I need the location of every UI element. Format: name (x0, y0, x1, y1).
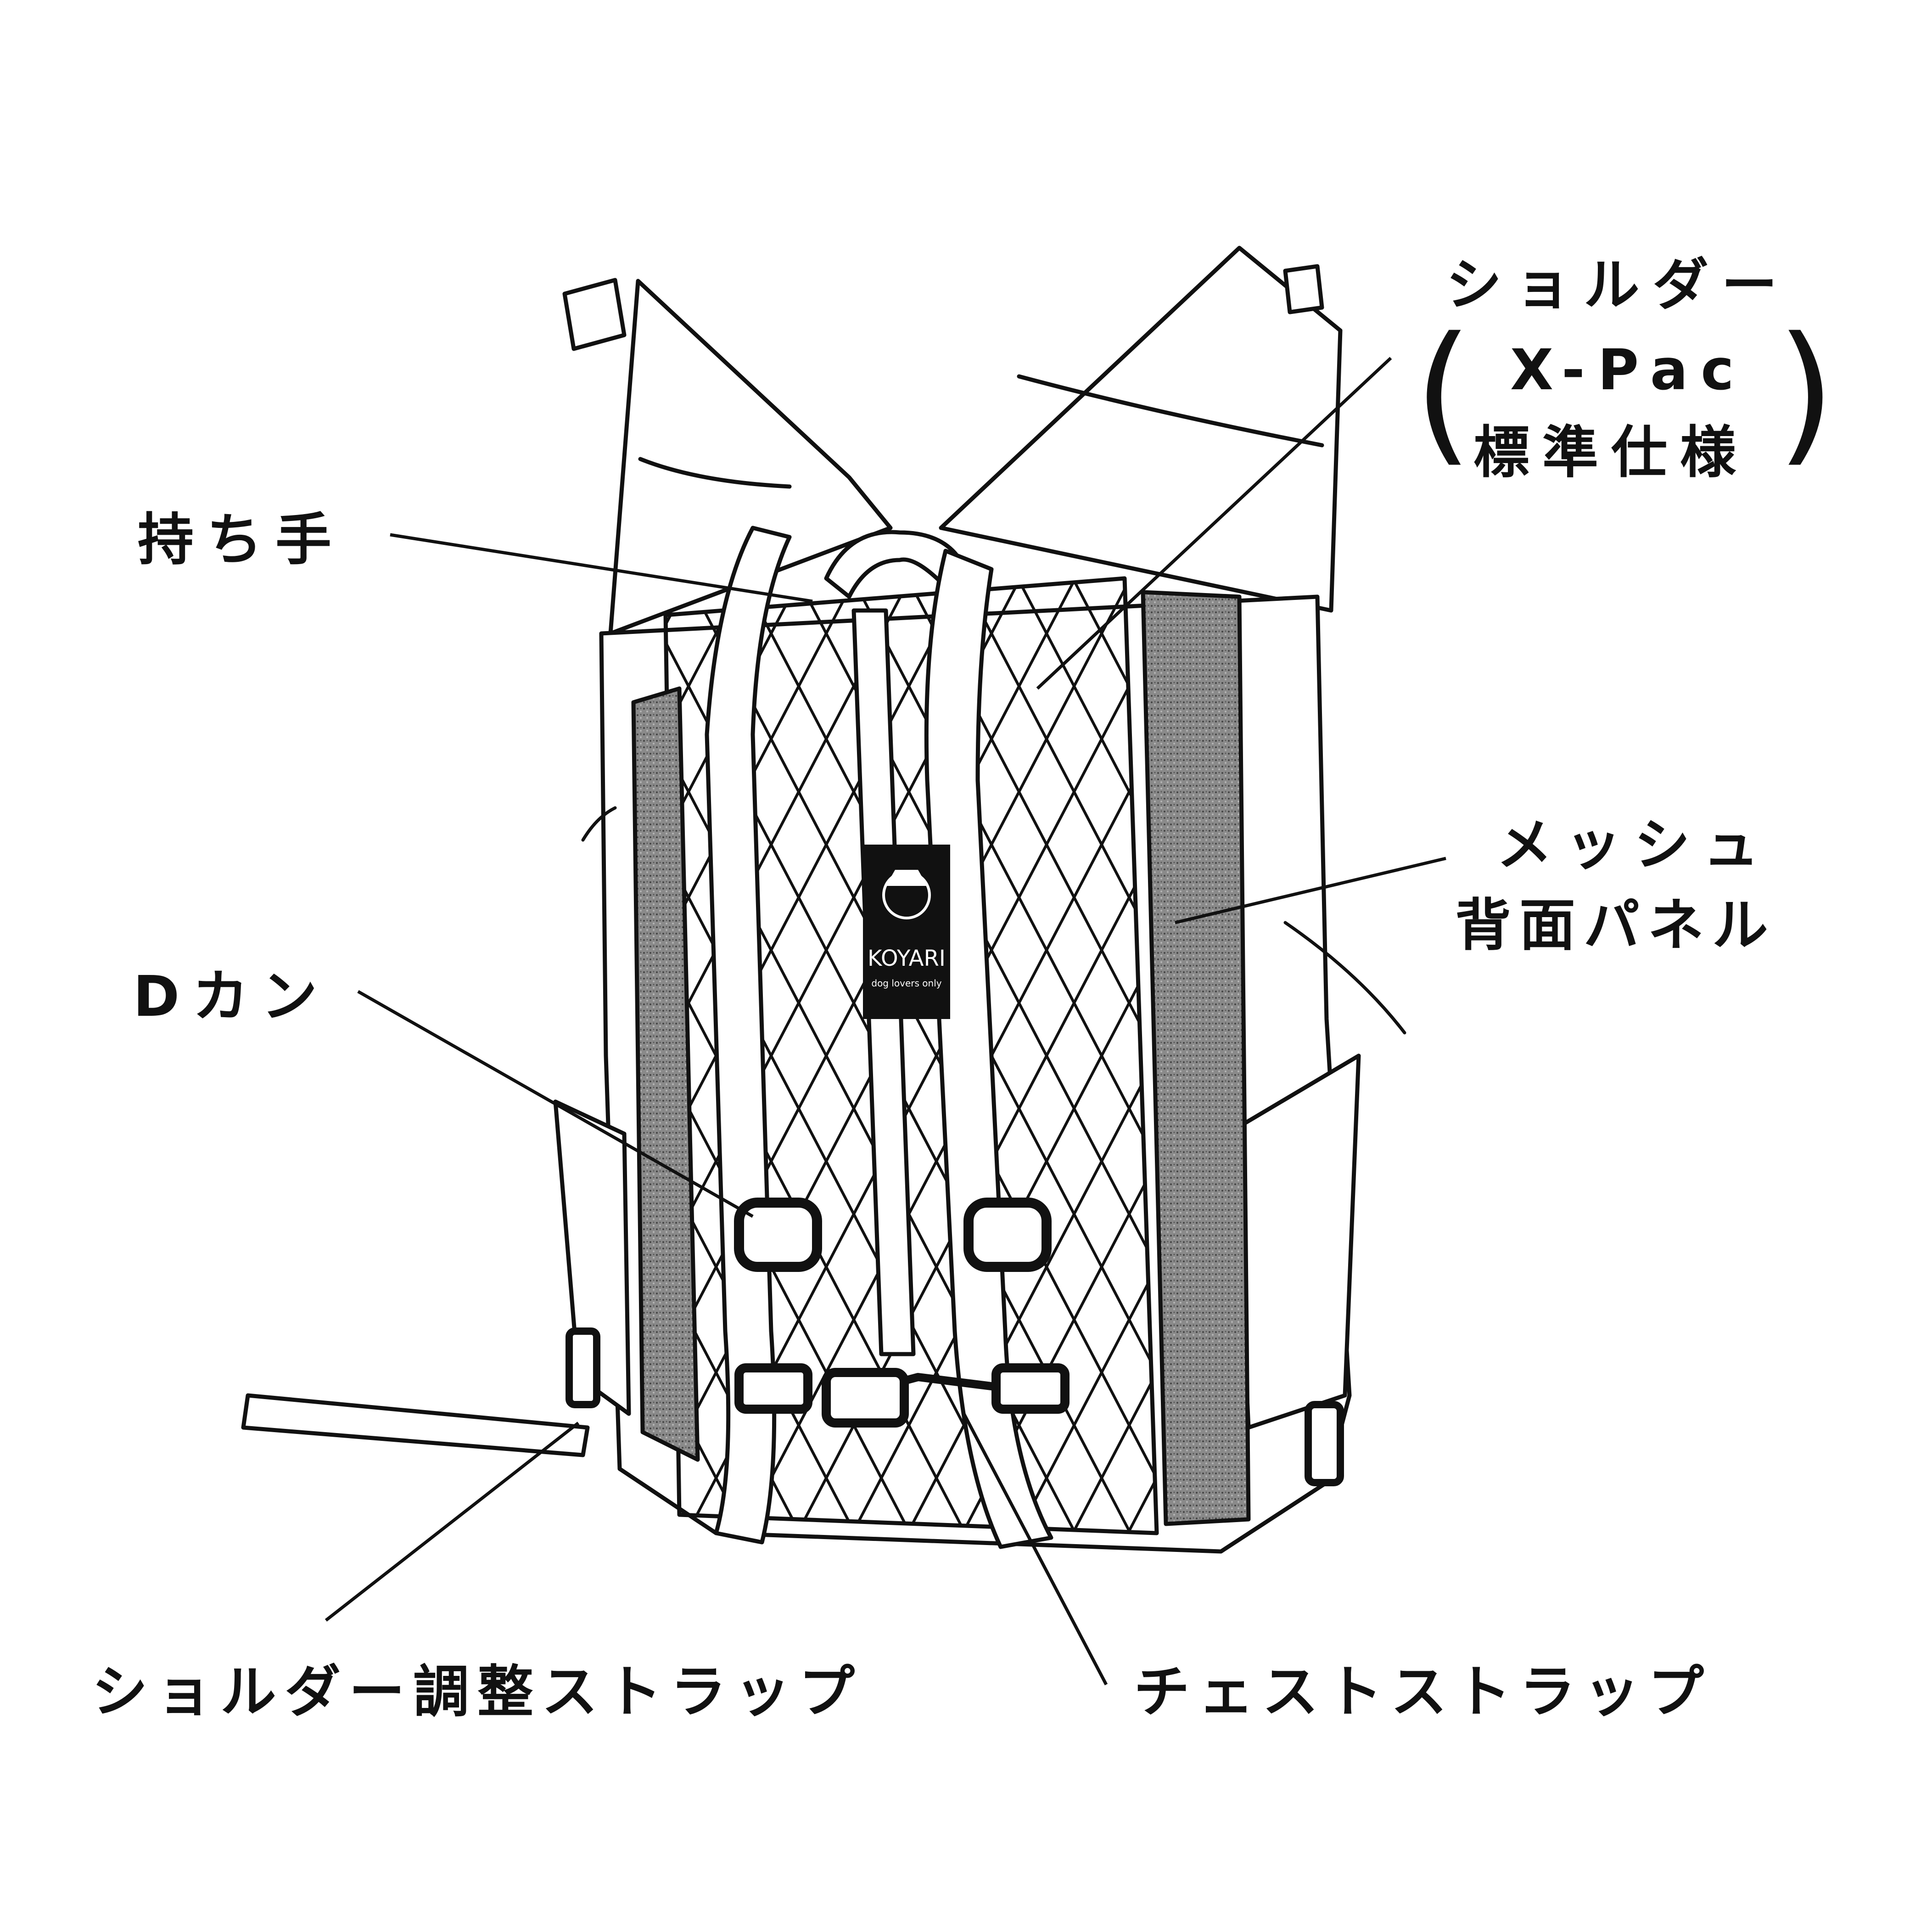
label-d-ring: Dカン (133, 969, 330, 1025)
label-handle: 持ち手 (138, 512, 344, 568)
brand-tag-tagline: dog lovers only (868, 978, 946, 989)
label-shoulder-line2: X-Pac (1510, 342, 1747, 398)
label-mesh-line2: 背面パネル (1455, 897, 1776, 953)
brand-tag-name: KOYARI (868, 946, 946, 971)
label-mesh-line1: メッシュ (1496, 817, 1772, 873)
label-shoulder-adjust-strap: ショルダー調整ストラップ (92, 1664, 863, 1720)
leader-adjust-strap (326, 1423, 578, 1620)
top-right-toggle (1285, 266, 1322, 312)
shoulder-adjust-strap-tail (243, 1395, 588, 1455)
d-ring-left (739, 1203, 817, 1267)
label-chest-strap: チェストストラップ (1134, 1664, 1712, 1720)
roll-top-right (941, 248, 1340, 610)
brand-tag (863, 845, 950, 1019)
top-left-buckle (565, 280, 624, 349)
label-shoulder-line1: ショルダー (1446, 257, 1790, 313)
chest-buckle (826, 1372, 904, 1423)
label-shoulder-close-paren: ) (1776, 317, 1836, 468)
label-shoulder-open-paren: ( (1414, 317, 1473, 468)
label-shoulder-line3: 標準仕様 (1473, 425, 1749, 481)
d-ring-right (969, 1203, 1047, 1267)
